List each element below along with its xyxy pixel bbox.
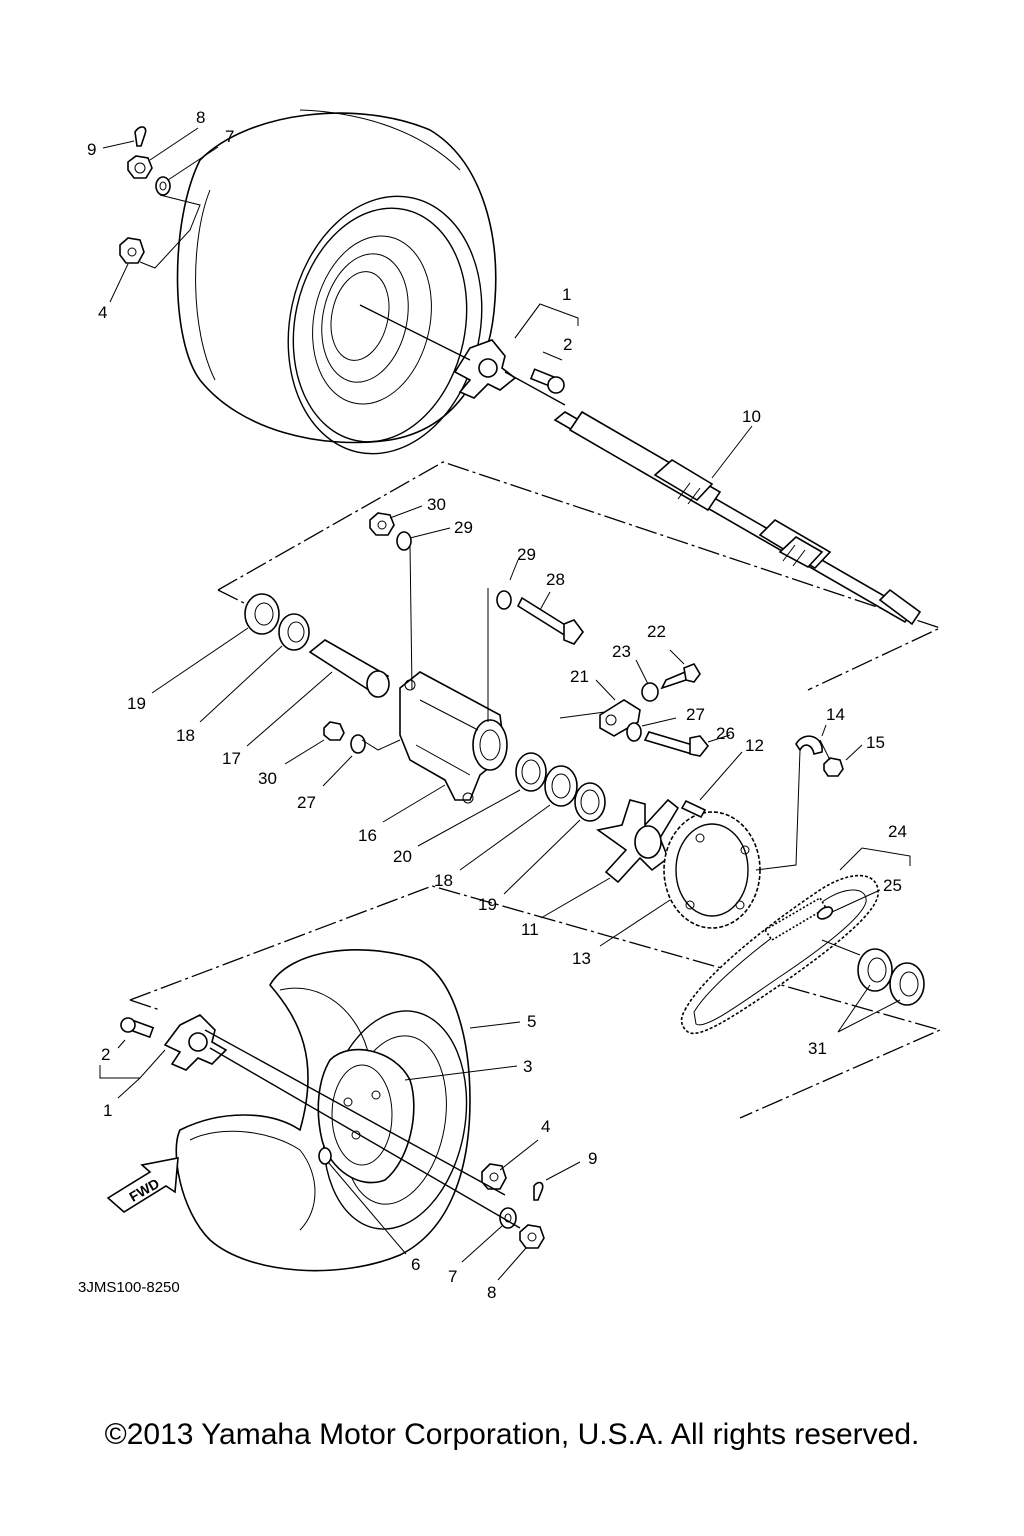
axle-housing-16 [399,671,508,804]
callout-18-left: 18 [176,726,195,745]
callout-28: 28 [546,570,565,589]
callout-29-left: 29 [454,518,473,537]
callout-7-top: 7 [225,127,234,146]
callout-22: 22 [647,622,666,641]
bottom-leader-lines [99,1021,581,1281]
callout-27-right: 27 [686,705,705,724]
castle-nut-bottom [519,1224,545,1249]
callout-2-bottom: 2 [101,1045,110,1064]
callout-31: 31 [808,1039,827,1058]
callout-8-bottom: 8 [487,1283,496,1302]
bearing-19-right [574,782,606,822]
callout-4-bottom: 4 [541,1117,550,1136]
chain-leader-lines [821,847,911,1033]
bearing-20 [515,752,547,792]
top-hardware-leader-lines [102,127,579,361]
callout-1-top: 1 [562,285,571,304]
stud-bolt-12 [680,799,707,819]
callout-4-top: 4 [98,303,107,322]
callout-27-left: 27 [297,793,316,812]
callout-14: 14 [826,705,845,724]
spacer-17 [308,639,390,698]
washer-29-right [496,590,512,610]
nut-30-top [369,512,395,536]
callout-19-right: 19 [478,895,497,914]
callout-19-left: 19 [127,694,146,713]
forward-arrow-icon: FWD [106,1157,179,1213]
cotter-pin-top [134,126,147,147]
axle-leader-lines [151,425,863,947]
bolt-22 [660,663,701,690]
callout-21: 21 [570,667,589,686]
wheel-nut-top [119,237,145,264]
nut-15 [823,757,844,777]
tire-top [176,109,497,455]
callout-13: 13 [572,949,591,968]
cotter-pin-bottom [533,1181,544,1201]
oil-seal-18-left [278,613,310,651]
callout-18-right: 18 [434,871,453,890]
wheel-hub-top [359,304,566,406]
callout-9-top: 9 [87,140,96,159]
callout-30-top: 30 [427,495,446,514]
wheel-rim-bottom [317,1048,415,1184]
callout-20: 20 [393,847,412,866]
rear-axle-shaft [553,410,922,626]
callout-23: 23 [612,642,631,661]
nut-23 [641,682,659,702]
callout-25: 25 [883,876,902,895]
bolt-28 [516,596,584,645]
washer-top [155,176,171,196]
callout-11: 11 [521,920,539,939]
oil-seal-18-right [544,765,578,807]
callout-8-top: 8 [196,108,205,127]
callout-6: 6 [411,1255,420,1274]
callout-17: 17 [222,749,241,768]
callout-2-top: 2 [563,335,572,354]
sprocket-hub-11 [596,798,680,884]
adjuster-block-21 [599,699,641,737]
wheel-assembly-outline [129,885,942,1119]
castle-nut-top [127,155,153,179]
bolt-26 [643,731,710,757]
wheel-hub-bottom [163,1014,228,1071]
washer-27-left [350,734,366,754]
drive-sprocket-13 [663,811,761,929]
callout-1-bottom: 1 [103,1101,112,1120]
nut-30-left [323,721,345,741]
spacer-31-left [857,948,893,992]
callout-labels: 1 2 4 7 8 9 10 11 12 13 14 15 16 17 18 1… [87,108,907,1302]
callout-9-bottom: 9 [588,1149,597,1168]
hub-bolt-top [529,368,565,394]
callout-5: 5 [527,1012,536,1031]
axle-assembly-outline [217,461,942,691]
part-code: 3JMS100-8250 [78,1279,180,1296]
callout-3: 3 [523,1057,532,1076]
callout-7-bottom: 7 [448,1267,457,1286]
callout-16: 16 [358,826,377,845]
callout-15: 15 [866,733,885,752]
copyright-notice: ©2013 Yamaha Motor Corporation, U.S.A. A… [104,1418,920,1451]
sprocket-bracket-14 [795,735,823,755]
hub-bolt-bottom [120,1017,155,1039]
bearing-19-left [244,593,280,635]
master-link-25 [816,906,834,920]
callout-12: 12 [745,736,764,755]
callout-26: 26 [716,724,735,743]
spacer-31-right [889,962,925,1006]
washer-27-right [626,722,642,742]
callout-24: 24 [888,822,907,841]
valve-6 [318,1147,332,1165]
callout-30-left: 30 [258,769,277,788]
callout-29-right: 29 [517,545,536,564]
washer-29-top [396,531,412,551]
callout-10: 10 [742,407,761,426]
